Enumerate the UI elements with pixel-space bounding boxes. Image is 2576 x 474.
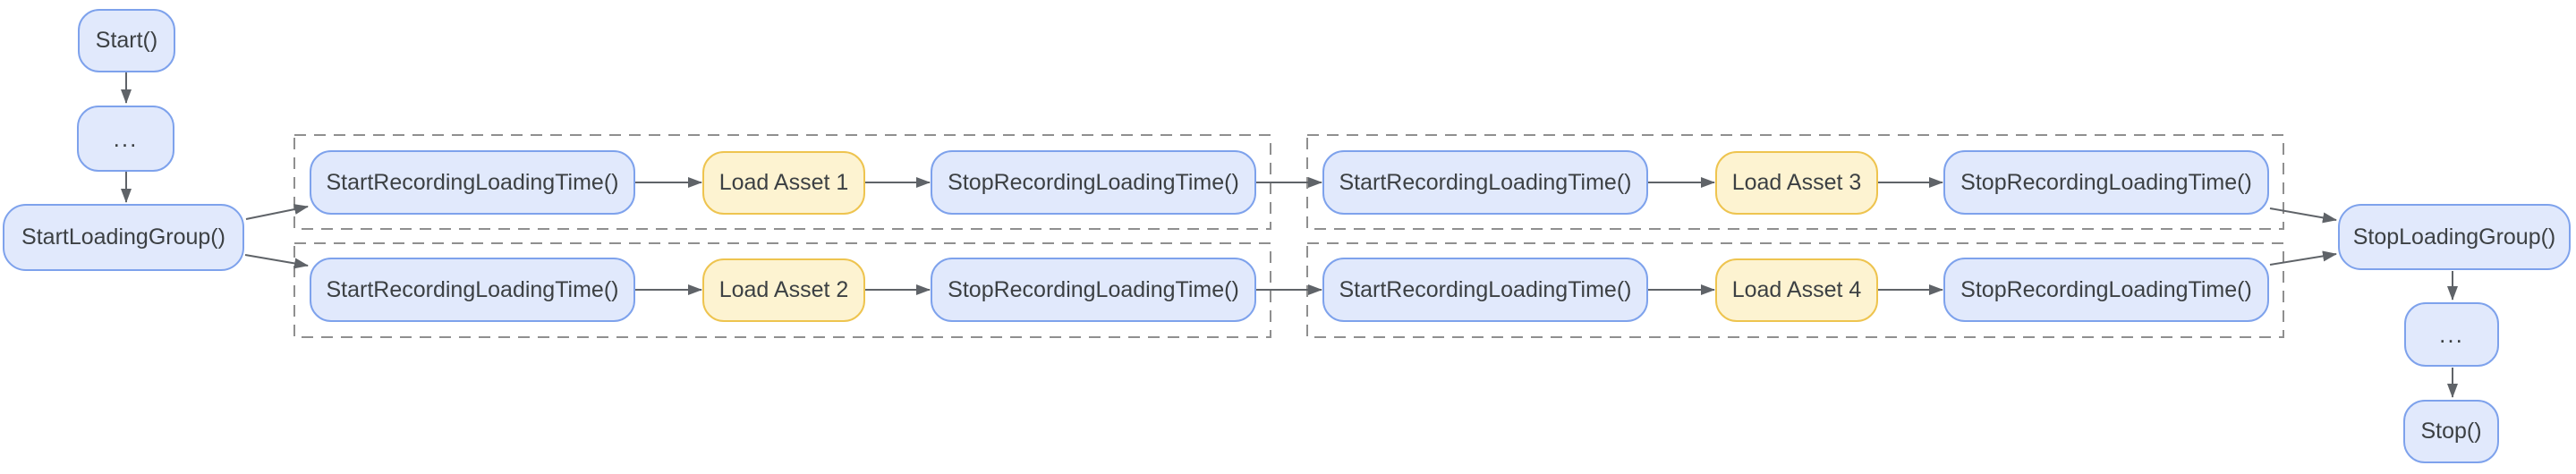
arrow-row1-to-stopgroup (2269, 207, 2337, 224)
stop-recording-node: StopRecordingLoadingTime() (1943, 258, 2269, 322)
stop-recording-node: StopRecordingLoadingTime() (931, 258, 1256, 322)
stop-loading-group-node: StopLoadingGroup() (2338, 204, 2571, 270)
connector-arrows (121, 72, 2458, 398)
arrow-startgroup-to-row2 (244, 254, 309, 269)
start-node: Start() (78, 9, 175, 72)
loading-group-1-row-2-frame (293, 242, 1271, 338)
load-asset-3-node: Load Asset 3 (1715, 151, 1878, 215)
ellipsis-top-node: ... (77, 106, 174, 172)
arrow-startgroup-to-row1 (245, 204, 309, 220)
stop-recording-node: StopRecordingLoadingTime() (931, 150, 1256, 215)
stop-recording-node: StopRecordingLoadingTime() (1943, 150, 2269, 215)
start-loading-group-node: StartLoadingGroup() (3, 204, 244, 271)
arrow-row2-to-stopgroup (2269, 250, 2337, 266)
start-recording-node: StartRecordingLoadingTime() (1322, 150, 1648, 215)
start-recording-node: StartRecordingLoadingTime() (1322, 258, 1648, 322)
start-recording-node: StartRecordingLoadingTime() (310, 150, 635, 215)
ellipsis-bottom-node: ... (2404, 302, 2499, 367)
load-asset-1-node: Load Asset 1 (702, 151, 865, 215)
load-asset-2-node: Load Asset 2 (702, 258, 865, 322)
load-asset-4-node: Load Asset 4 (1715, 258, 1878, 322)
start-recording-node: StartRecordingLoadingTime() (310, 258, 635, 322)
loading-group-1-row-1-frame (293, 134, 1271, 230)
stop-node: Stop() (2403, 400, 2499, 463)
